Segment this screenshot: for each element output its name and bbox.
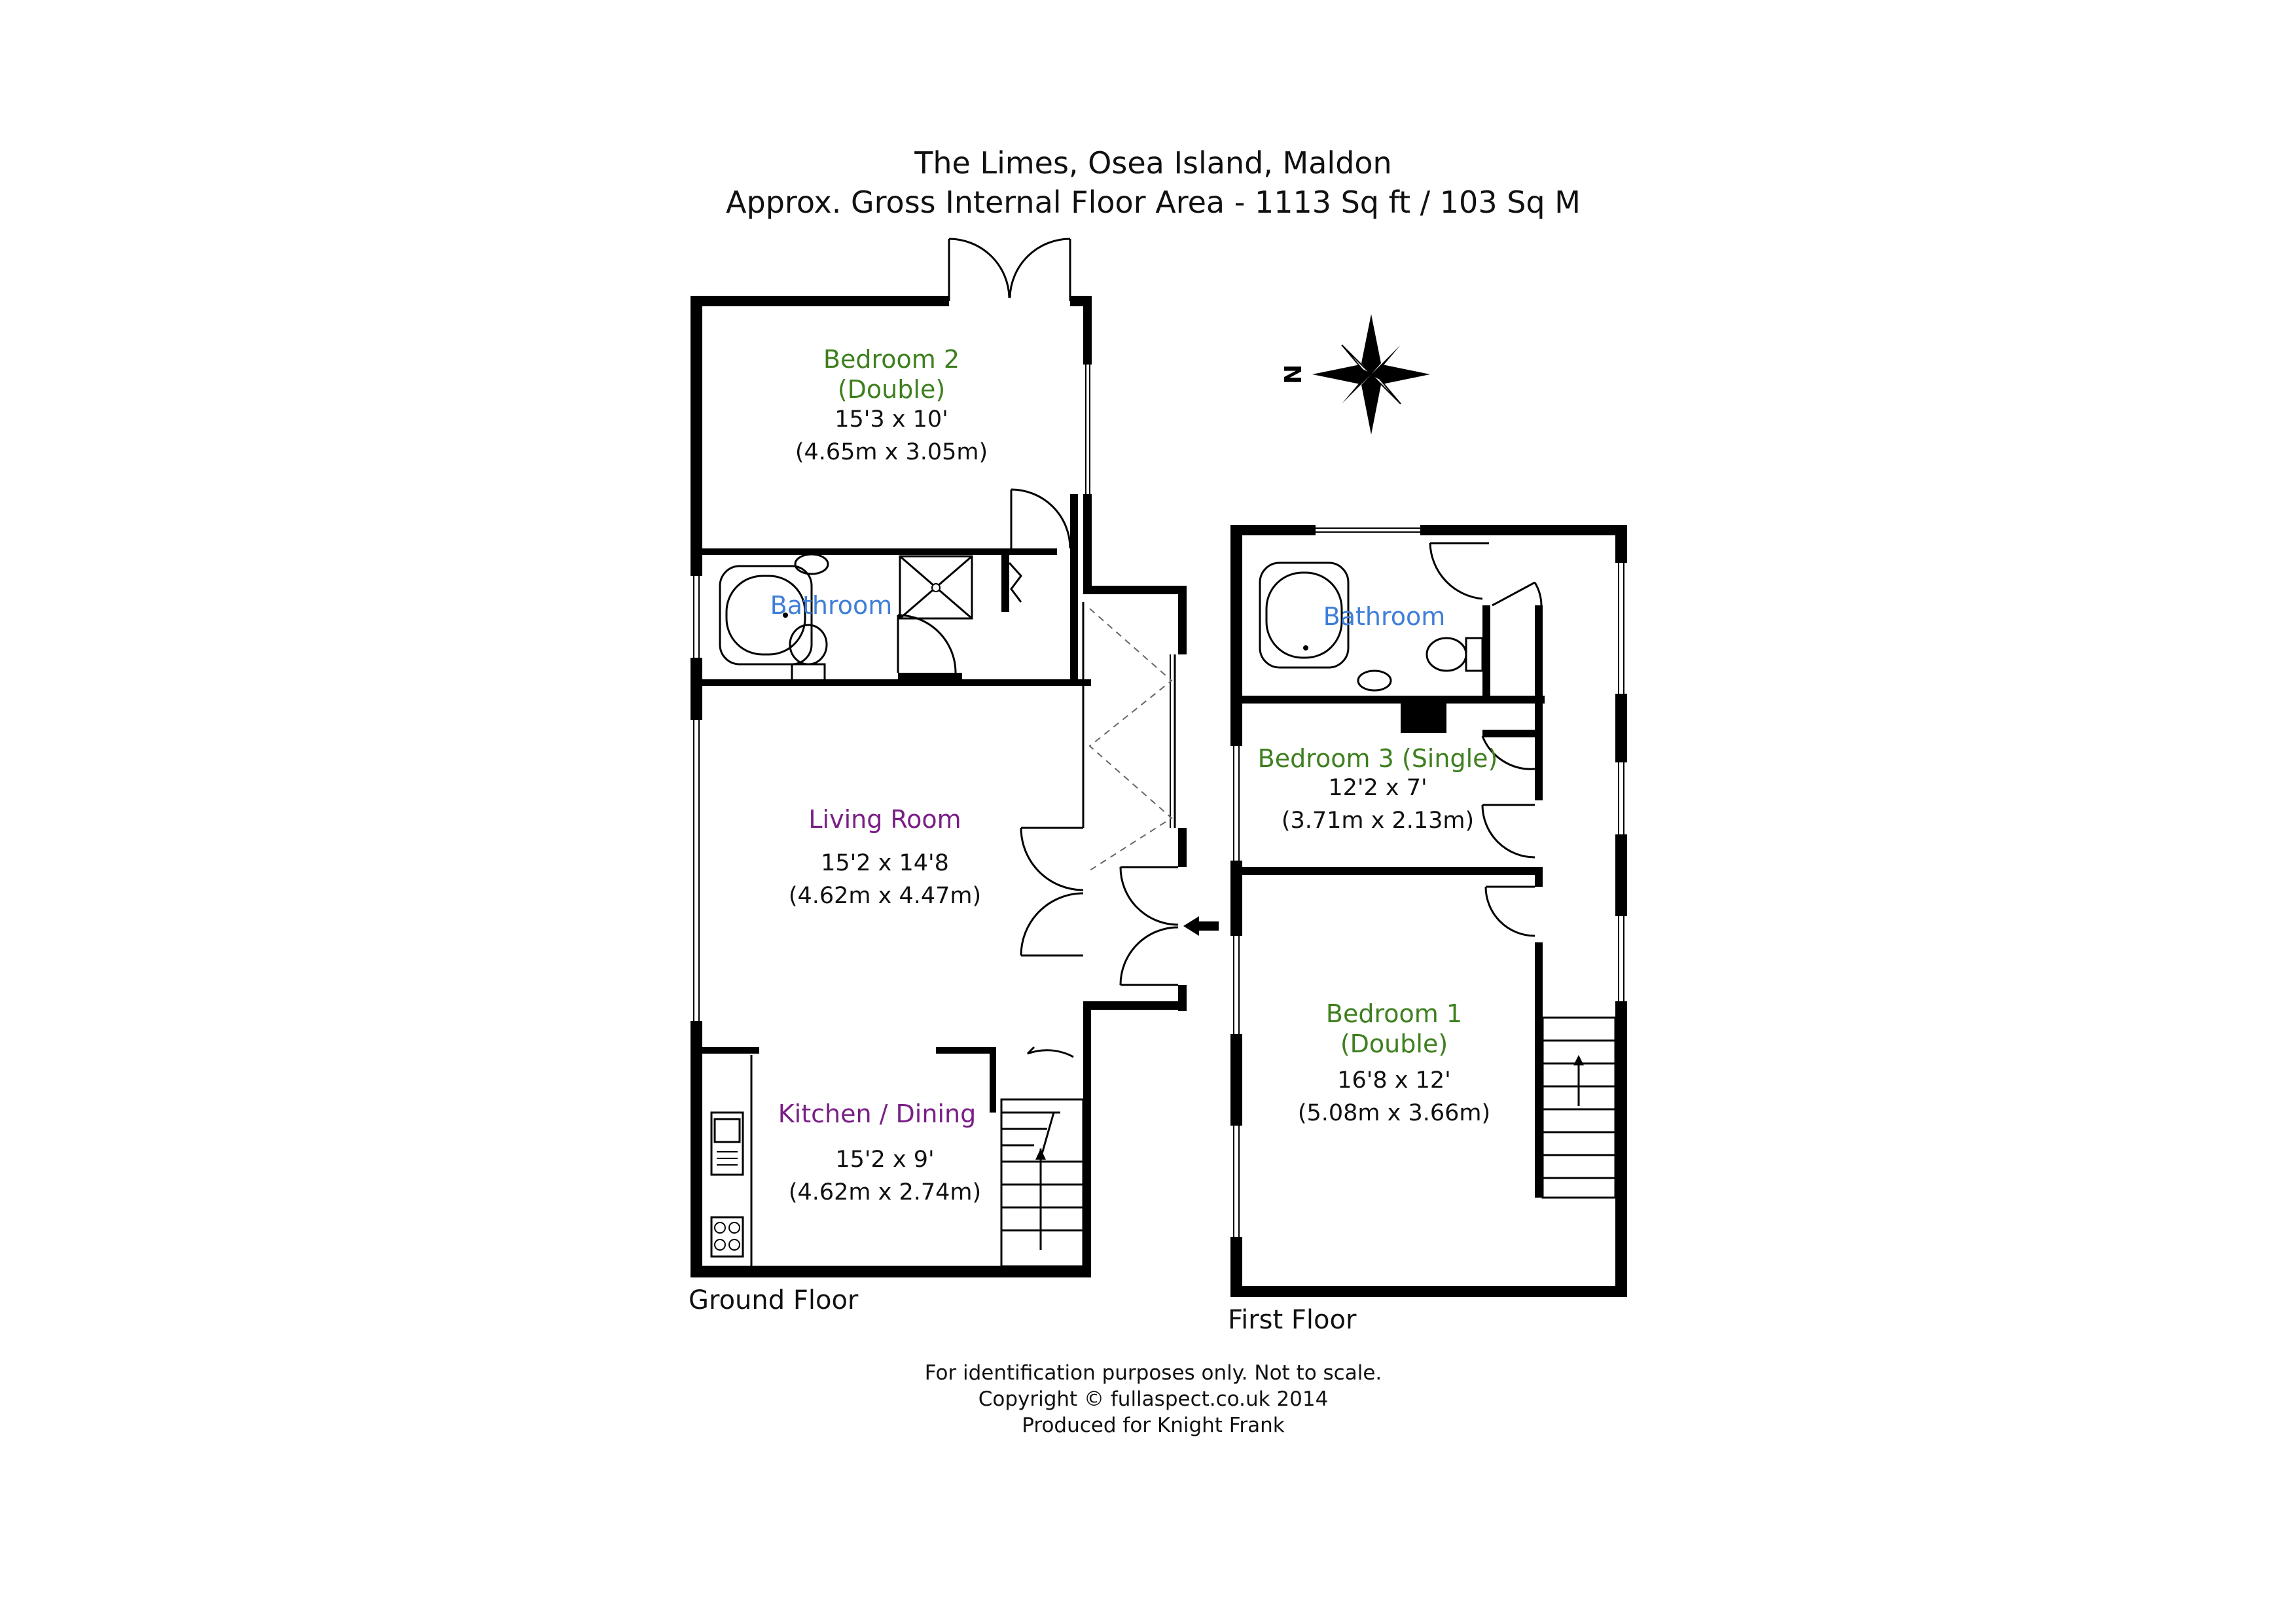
door-icon <box>1481 804 1535 859</box>
footer-copyright: Copyright © fullaspect.co.uk 2014 <box>978 1387 1329 1411</box>
bedroom1-name: Bedroom 1 <box>1326 999 1462 1028</box>
sink-icon <box>794 553 829 575</box>
door-icon <box>1492 581 1543 607</box>
toilet-icon <box>1426 637 1484 672</box>
living-room-name: Living Room <box>808 805 961 834</box>
bedroom3-dim-imperial: 12'2 x 7' <box>1328 775 1427 801</box>
hob-icon <box>710 1216 744 1258</box>
living-room-dim-imperial: 15'2 x 14'8 <box>821 850 949 876</box>
window-icon <box>1083 365 1092 494</box>
bedroom2-dim-imperial: 15'3 x 10' <box>834 406 948 433</box>
kitchen-dim-metric: (4.62m x 2.74m) <box>789 1179 981 1205</box>
door-icon <box>1010 488 1071 549</box>
window-icon <box>691 576 702 658</box>
door-icon <box>1481 735 1535 770</box>
window-icon <box>1615 916 1627 1001</box>
ground-bathroom-name: Bathroom <box>770 591 893 620</box>
toilet-icon <box>789 624 828 682</box>
window-icon <box>1230 1126 1242 1237</box>
ground-floor-plan <box>691 238 1219 1277</box>
bedroom2-dim-metric: (4.65m x 3.05m) <box>795 439 988 465</box>
plan-subtitle: Approx. Gross Internal Floor Area - 1113… <box>726 185 1581 220</box>
door-icon <box>1429 542 1489 600</box>
bedroom1-dim-imperial: 16'8 x 12' <box>1337 1067 1451 1094</box>
door-icon <box>897 614 957 673</box>
shower-tray-icon <box>899 555 973 620</box>
staircase-icon <box>1541 1016 1617 1199</box>
entrance-arrow-icon <box>1183 916 1219 936</box>
compass-icon <box>1312 314 1430 435</box>
staircase-icon <box>1000 1098 1085 1268</box>
first-floor-label: First Floor <box>1228 1305 1357 1335</box>
kitchen-name: Kitchen / Dining <box>778 1099 976 1128</box>
french-doors-icon <box>948 238 1071 301</box>
door-icon <box>1026 1046 1074 1058</box>
first-bathroom-name: Bathroom <box>1323 602 1446 631</box>
footer-producer: Produced for Knight Frank <box>1022 1414 1285 1437</box>
footer-disclaimer: For identification purposes only. Not to… <box>925 1361 1382 1385</box>
bedroom2-name: Bedroom 2 <box>823 345 960 374</box>
bathtub-icon <box>719 565 813 666</box>
plan-title: The Limes, Osea Island, Maldon <box>914 145 1391 181</box>
window-icon <box>1615 563 1627 694</box>
window-icon <box>1316 525 1420 535</box>
door-icon <box>1020 827 1084 957</box>
living-room-dim-metric: (4.62m x 4.47m) <box>789 883 981 909</box>
window-icon <box>1615 762 1627 834</box>
kitchen-sink-icon <box>710 1111 744 1176</box>
window-icon <box>1230 746 1242 861</box>
door-icon <box>1008 562 1022 603</box>
bedroom3-dim-metric: (3.71m x 2.13m) <box>1282 808 1474 834</box>
window-icon <box>1230 936 1242 1034</box>
bedroom1-dim-metric: (5.08m x 3.66m) <box>1298 1100 1490 1126</box>
bathtub-icon <box>1259 562 1350 669</box>
ground-floor-label: Ground Floor <box>689 1285 859 1315</box>
first-floor-plan <box>1230 525 1627 1297</box>
sink-icon <box>1357 669 1392 692</box>
bedroom2-type: (Double) <box>838 375 945 404</box>
bedroom1-type: (Double) <box>1340 1029 1448 1058</box>
door-icon <box>1119 866 1179 986</box>
bifold-doors-icon <box>1082 602 1176 871</box>
bedroom3-name: Bedroom 3 (Single) <box>1258 744 1498 773</box>
kitchen-dim-imperial: 15'2 x 9' <box>835 1147 934 1173</box>
compass-north-label: N <box>1278 365 1305 384</box>
window-icon <box>691 720 702 1021</box>
door-icon <box>1484 885 1535 937</box>
